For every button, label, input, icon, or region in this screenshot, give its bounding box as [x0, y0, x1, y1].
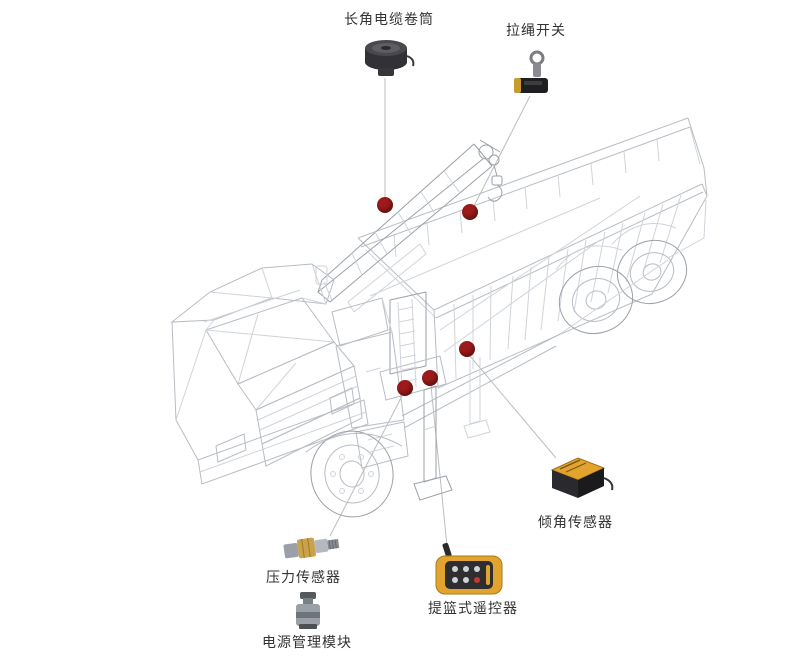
outriggers — [413, 357, 491, 501]
truck-cab — [170, 263, 409, 518]
pressure-sensor-image — [283, 537, 340, 559]
sensor-location-marker-pressure-sensor-position — [397, 380, 413, 396]
label-remote-control: 提篮式遥控器 — [428, 601, 518, 617]
pull-rope-switch-image — [514, 50, 548, 93]
rear-wheels — [401, 199, 707, 429]
truck-bed — [357, 117, 708, 389]
label-power-module: 电源管理模块 — [262, 635, 352, 651]
crane — [317, 139, 503, 401]
power-module-image — [296, 592, 320, 629]
cable-reel-image — [365, 40, 415, 76]
remote-control-image — [435, 542, 503, 595]
sensor-location-marker-pull-switch-position — [462, 204, 478, 220]
sensor-location-marker-cable-reel-position — [377, 197, 393, 213]
label-pressure-sensor: 压力传感器 — [266, 570, 341, 586]
label-tilt-sensor: 倾角传感器 — [538, 515, 613, 531]
sensor-location-marker-tilt-sensor-position — [459, 341, 475, 357]
sensor-location-marker-remote-receiver-position — [422, 370, 438, 386]
tilt-sensor-image — [550, 457, 614, 498]
label-pull-switch: 拉绳开关 — [506, 23, 566, 39]
label-cable-reel: 长角电缆卷筒 — [344, 12, 434, 28]
